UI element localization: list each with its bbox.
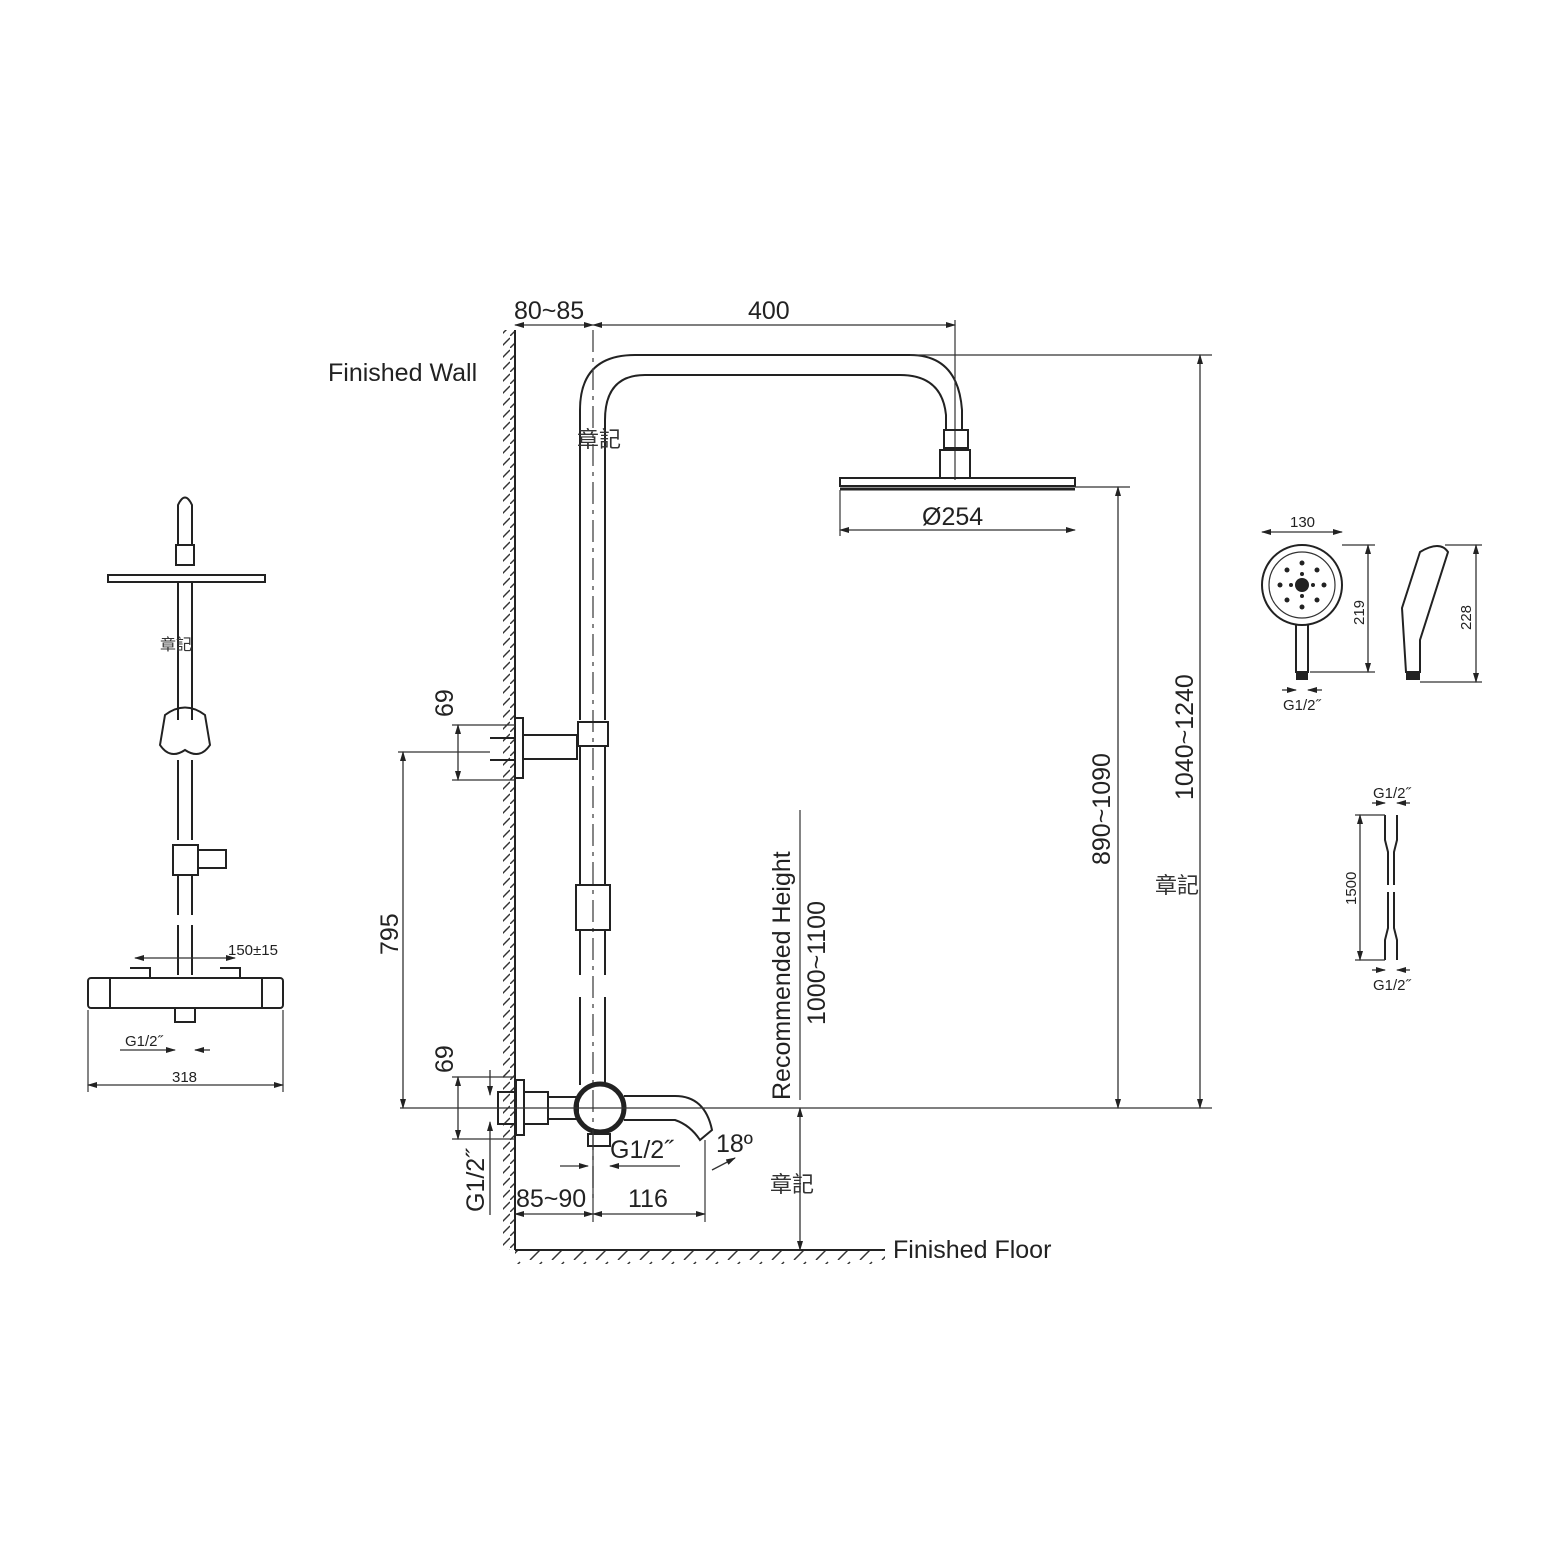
hand-shower xyxy=(1261,544,1450,680)
dim-bracket-top: 69 xyxy=(431,689,459,717)
dim-front-width: 318 xyxy=(172,1069,197,1086)
wall-label: Finished Wall xyxy=(328,359,477,387)
dim-hose-top-thread: G1/2˝ xyxy=(1373,785,1412,802)
dim-bracket-bottom: 69 xyxy=(431,1045,459,1073)
dim-front-thread: G1/2˝ xyxy=(125,1033,164,1050)
dim-bracket-spacing: 795 xyxy=(376,913,404,955)
dim-head-diameter: Ø254 xyxy=(922,503,983,531)
dim-hand-thread: G1/2˝ xyxy=(1283,697,1322,714)
dim-head-height: 890~1090 xyxy=(1088,753,1116,865)
shower-riser xyxy=(575,320,1076,1200)
finished-wall xyxy=(503,330,516,1250)
dim-hose-length: 1500 xyxy=(1343,872,1360,905)
watermark: 章記 xyxy=(577,428,621,453)
finished-floor xyxy=(515,1249,885,1264)
wall-bracket xyxy=(490,717,578,779)
bath-mixer xyxy=(497,1079,714,1147)
dim-outlet-thread: G1/2˝ xyxy=(610,1136,674,1164)
watermark: 章記 xyxy=(160,635,192,654)
dim-spout-length: 116 xyxy=(628,1185,668,1213)
dim-hand-width: 130 xyxy=(1290,514,1315,531)
shower-hose xyxy=(1384,815,1398,960)
recommended-height-value: 1000~1100 xyxy=(803,901,831,1025)
dim-hand-height-side: 228 xyxy=(1458,605,1475,630)
watermark: 章記 xyxy=(1155,874,1199,899)
recommended-height-label: Recommended Height xyxy=(768,851,796,1100)
front-view xyxy=(87,496,284,1023)
dim-hand-height-front: 219 xyxy=(1351,600,1368,625)
dim-wall-offset-bottom: 85~90 xyxy=(516,1185,586,1213)
dim-hose-bottom-thread: G1/2˝ xyxy=(1373,977,1412,994)
dim-inlet-thread: G1/2˝ xyxy=(462,1148,490,1212)
dim-centers: 150±15 xyxy=(228,942,278,959)
dim-arm-length: 400 xyxy=(748,297,790,325)
watermark: 章記 xyxy=(770,1173,814,1198)
dim-total-height: 1040~1240 xyxy=(1171,674,1199,800)
floor-label: Finished Floor xyxy=(893,1236,1051,1264)
dim-spout-angle: 18º xyxy=(716,1130,753,1158)
dim-wall-offset-top: 80~85 xyxy=(514,297,584,325)
